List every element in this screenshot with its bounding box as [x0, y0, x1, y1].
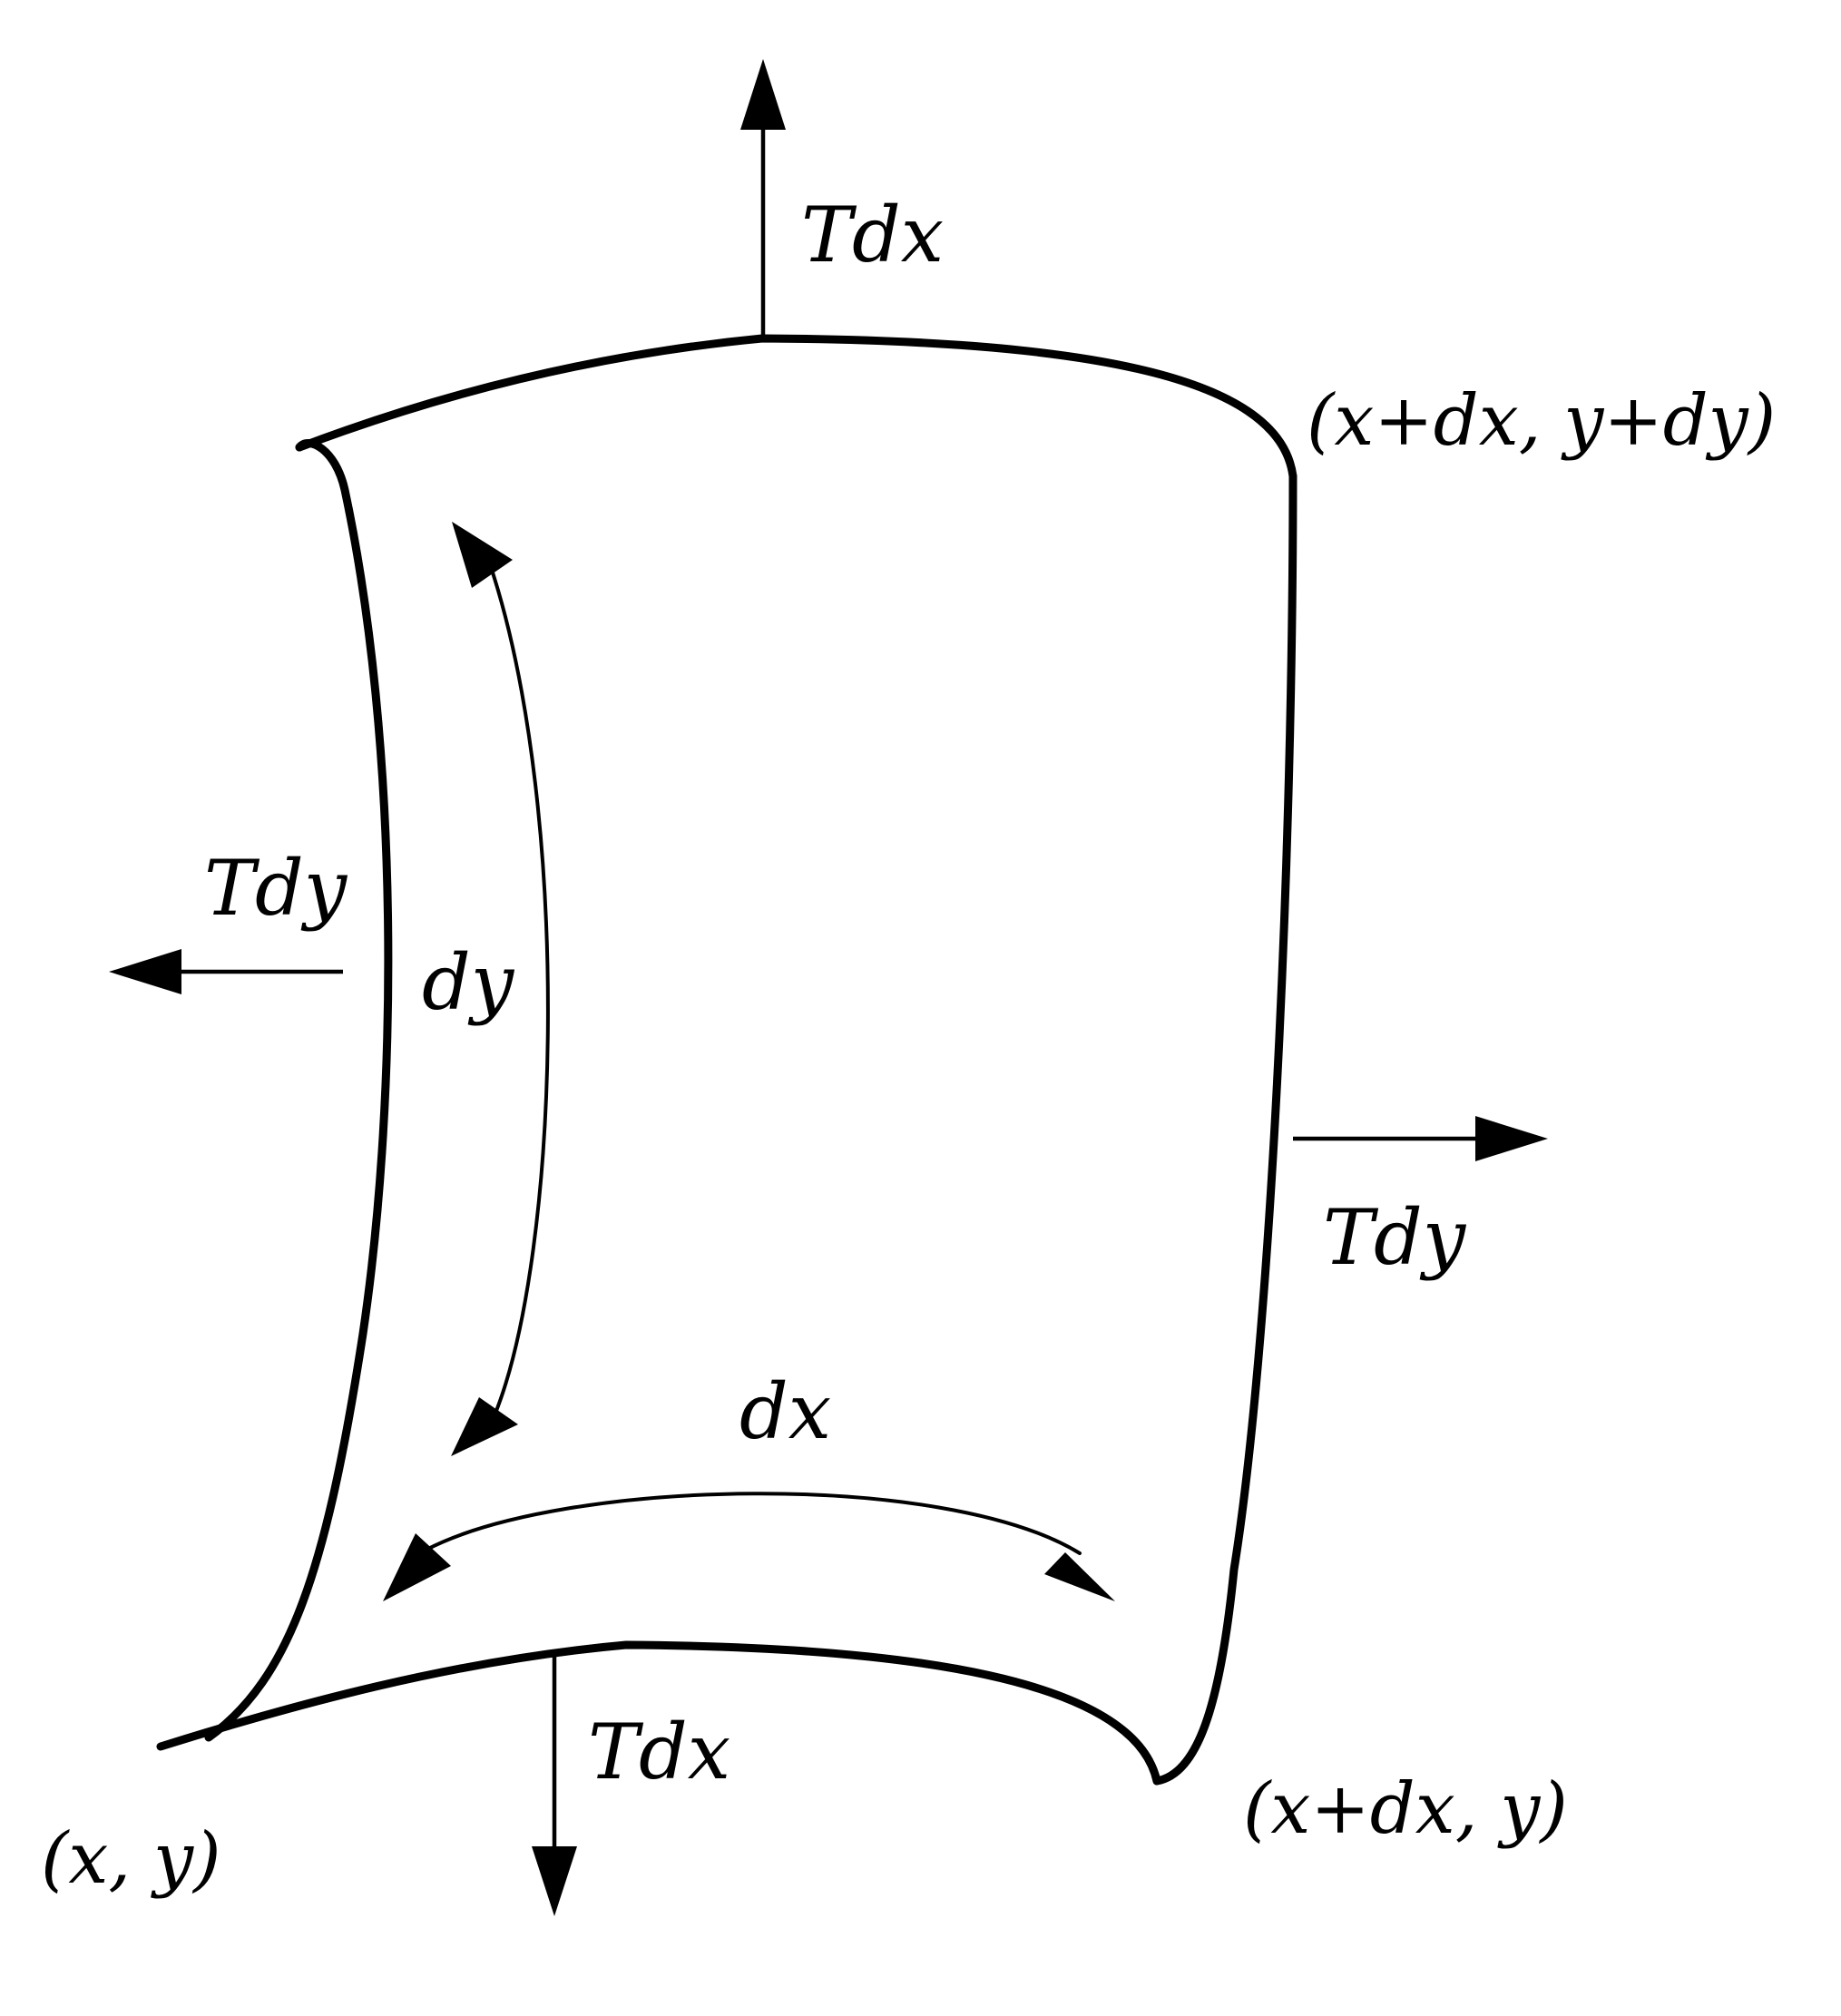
corner-label-top-right: (x+dx, y+dy) [1307, 380, 1776, 462]
force-label-right: Tdy [1323, 1193, 1467, 1282]
left-edge [204, 439, 393, 1742]
dimension-arrow-dy [451, 522, 550, 1456]
corner-label-bottom-right: (x+dx, y) [1243, 1768, 1568, 1850]
corner-label-bottom-left: (x, y) [41, 1818, 221, 1900]
bottom-edge [156, 1640, 1161, 1786]
right-edge [1152, 472, 1298, 1786]
force-label-left: Tdy [204, 844, 348, 933]
membrane-element [156, 334, 1298, 1786]
force-arrow-top [740, 59, 786, 336]
top-edge [295, 334, 1298, 481]
dimension-label-dx: dx [739, 1367, 831, 1456]
dimension-label-dy: dy [422, 938, 515, 1027]
force-label-top: Tdx [801, 191, 944, 279]
force-label-bottom: Tdx [588, 1708, 730, 1796]
force-arrow-bottom [532, 1651, 577, 1916]
force-arrow-left [109, 949, 343, 994]
force-arrow-right [1293, 1116, 1548, 1161]
dimension-arrow-dx [383, 1492, 1115, 1601]
